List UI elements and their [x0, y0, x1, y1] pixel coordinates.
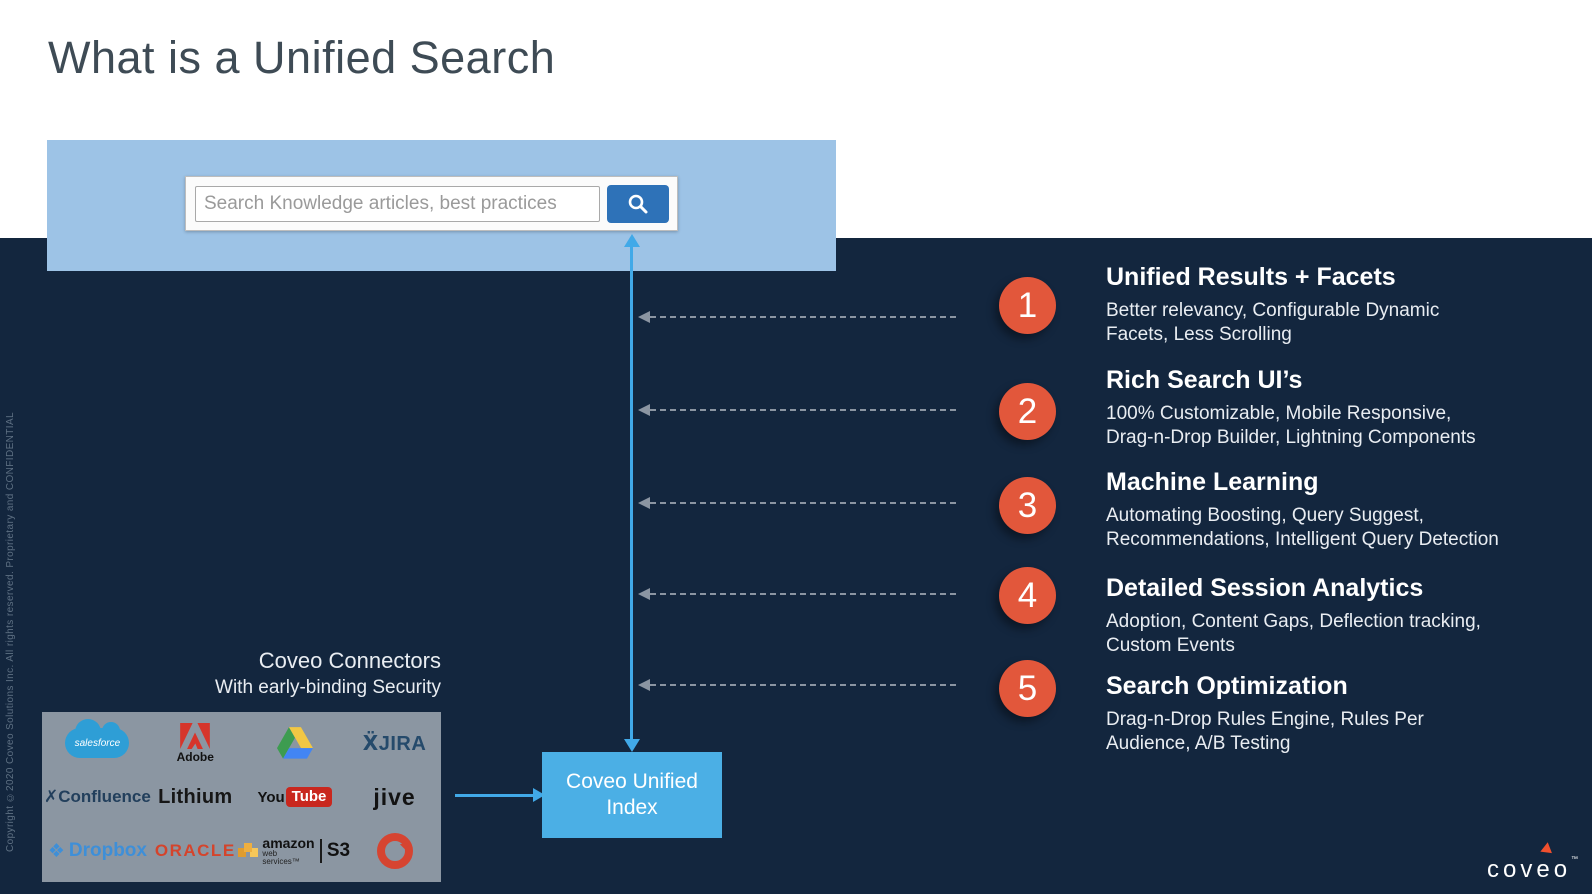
- jive-logo: jive: [373, 783, 416, 810]
- feature-description: Drag-n-Drop Rules Engine, Rules Per Audi…: [1106, 709, 1424, 754]
- feature-title: Rich Search UI’s: [1106, 366, 1303, 394]
- page-title: What is a Unified Search: [48, 32, 556, 83]
- feature-number-badge: 2: [999, 383, 1056, 440]
- search-widget: [185, 176, 678, 231]
- red-ring-icon: [376, 833, 413, 869]
- feature-number-badge: 5: [999, 660, 1056, 717]
- feature-item: Rich Search UI’s 100% Customizable, Mobi…: [1106, 366, 1536, 449]
- feature-description: Adoption, Content Gaps, Deflection track…: [1106, 611, 1481, 656]
- unified-index-box: Coveo Unified Index: [542, 752, 722, 838]
- dashed-arrowhead-5-icon: [638, 679, 650, 691]
- connector-flow-line: [455, 794, 535, 797]
- feature-description: 100% Customizable, Mobile Responsive, Dr…: [1106, 403, 1476, 448]
- oracle-logo: ORACLE: [154, 841, 236, 860]
- feature-title: Machine Learning: [1106, 468, 1319, 496]
- adobe-logo: Adobe: [177, 722, 214, 764]
- feature-title: Detailed Session Analytics: [1106, 574, 1424, 602]
- red-ring-logo: [376, 833, 413, 869]
- flow-arrow-up-icon: [624, 234, 640, 247]
- dashed-arrowhead-4-icon: [638, 588, 650, 600]
- search-input[interactable]: [195, 186, 600, 222]
- feature-number-badge: 3: [999, 477, 1056, 534]
- feature-number-badge: 1: [999, 277, 1056, 334]
- confluence-x-icon: ✗: [44, 787, 59, 807]
- connectors-logo-grid: salesforce Adobe ẌJIRA ✗Co: [42, 712, 441, 882]
- flow-arrow-down-icon: [624, 739, 640, 752]
- dropbox-logo: ❖ Dropbox: [47, 840, 147, 862]
- lithium-logo: Lithium: [158, 785, 233, 808]
- feature-item: Machine Learning Automating Boosting, Qu…: [1106, 468, 1536, 551]
- dashed-arrow-2: [650, 409, 956, 411]
- connectors-label: Coveo Connectors With early-binding Secu…: [41, 646, 441, 700]
- dashed-arrowhead-1-icon: [638, 311, 650, 323]
- dashed-arrow-5: [650, 684, 956, 686]
- feature-number-badge: 4: [999, 567, 1056, 624]
- confluence-logo: ✗Confluence: [44, 787, 151, 807]
- google-drive-icon: [276, 727, 313, 759]
- feature-title: Search Optimization: [1106, 672, 1348, 700]
- aws-cubes-icon: [243, 842, 253, 852]
- feature-description: Automating Boosting, Query Suggest, Reco…: [1106, 505, 1499, 550]
- flow-line-vertical: [630, 246, 633, 740]
- dashed-arrow-3: [650, 502, 956, 504]
- salesforce-cloud-icon: salesforce: [65, 719, 130, 758]
- connectors-title: Coveo Connectors: [258, 648, 441, 673]
- feature-item: Search Optimization Drag-n-Drop Rules En…: [1106, 672, 1536, 755]
- dropbox-diamond-icon: ❖: [47, 840, 65, 862]
- youtube-tube-badge-icon: Tube: [285, 787, 333, 807]
- jira-logo: ẌJIRA: [362, 730, 427, 755]
- dashed-arrowhead-2-icon: [638, 404, 650, 416]
- dashed-arrow-4: [650, 593, 956, 595]
- dashed-arrow-1: [650, 316, 956, 318]
- salesforce-logo: salesforce: [65, 719, 130, 758]
- jira-mark-icon: Ẍ: [362, 730, 379, 755]
- divider: [319, 839, 322, 863]
- copyright-text: Copyright ©2020 Coveo Solutions Inc. All…: [5, 411, 16, 852]
- google-drive-logo: [276, 727, 313, 759]
- search-button[interactable]: [607, 185, 669, 223]
- search-icon: [628, 194, 648, 214]
- dashed-arrowhead-3-icon: [638, 497, 650, 509]
- feature-item: Unified Results + Facets Better relevanc…: [1106, 263, 1536, 346]
- feature-title: Unified Results + Facets: [1106, 263, 1396, 291]
- connectors-subtitle: With early-binding Security: [215, 677, 441, 698]
- aws-s3-logo: amazon web services™ S3: [240, 836, 350, 866]
- adobe-icon: [180, 722, 211, 749]
- feature-description: Better relevancy, Configurable Dynamic F…: [1106, 300, 1440, 345]
- feature-item: Detailed Session Analytics Adoption, Con…: [1106, 574, 1536, 657]
- coveo-logo: coveo™: [1487, 842, 1578, 884]
